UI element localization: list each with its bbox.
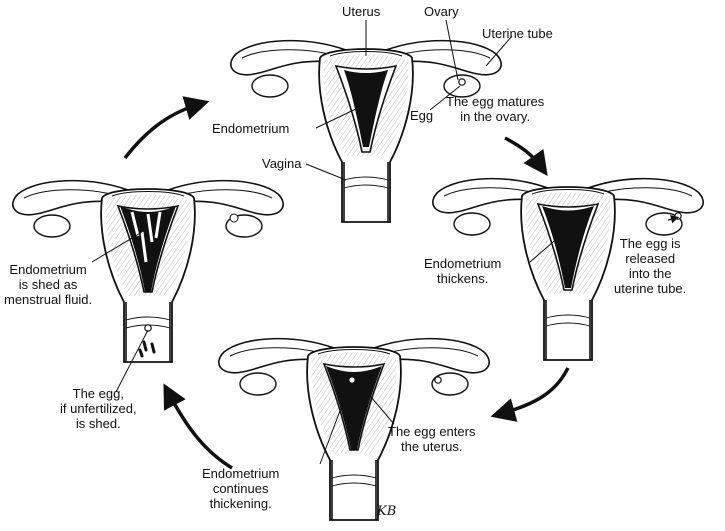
label-ovary: Ovary — [424, 4, 459, 19]
cycle-arrow-3 — [490, 367, 570, 422]
cycle-arrow-1 — [123, 96, 210, 160]
label-egg-matures: The egg matures in the ovary. — [446, 94, 545, 124]
label-uterus: Uterus — [342, 4, 381, 19]
label-endometrium-top: Endometrium — [212, 121, 290, 136]
leader-lines — [91, 19, 561, 465]
cycle-arrow-2 — [504, 136, 548, 176]
label-endometrium-continues: Endometrium continues thickening. — [202, 466, 280, 511]
label-endometrium-shed: Endometrium is shed as menstrual fluid. — [4, 262, 93, 307]
label-egg-released: The egg is released into the uterine tub… — [614, 236, 687, 296]
label-vagina: Vagina — [262, 156, 302, 171]
cycle-arrow-4 — [163, 383, 233, 470]
label-egg-shed: The egg, if unfertilized, is shed. — [60, 386, 137, 431]
uterus-illustration-left — [11, 179, 285, 363]
label-endometrium-thickens: Endometrium thickens. — [424, 256, 502, 286]
label-uterine-tube: Uterine tube — [482, 26, 553, 41]
uterus-illustration-right — [431, 177, 705, 361]
label-egg: Egg — [410, 108, 434, 123]
label-egg-enters: The egg enters the uterus. — [388, 424, 476, 454]
uterus-illustration-top — [229, 39, 503, 223]
uterus-illustration-bottom — [217, 337, 491, 521]
artist-signature: KB — [377, 504, 397, 519]
